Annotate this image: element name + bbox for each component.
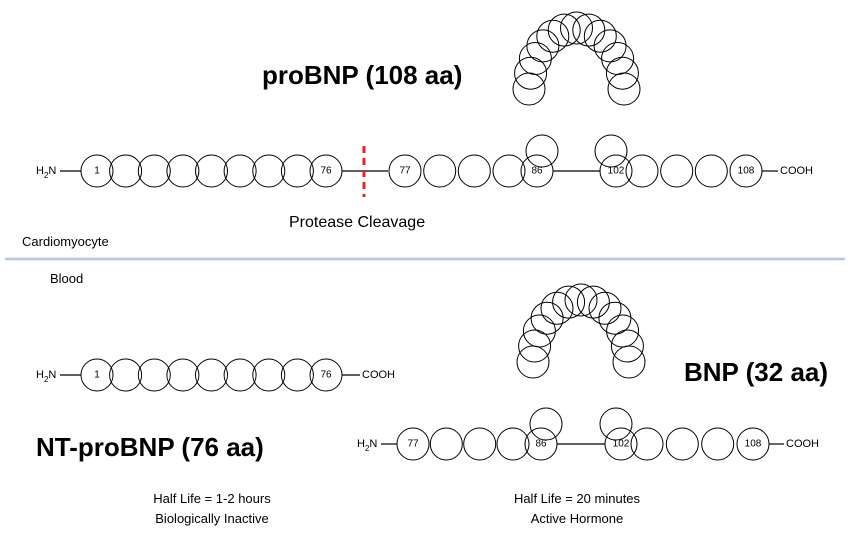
ntprobnp-half-life: Half Life = 1-2 hours bbox=[153, 491, 271, 506]
probnp-ring-residue-bead bbox=[518, 42, 552, 75]
bnp-ring-residue-bead bbox=[599, 407, 633, 441]
probnp-bnp-residue-bead bbox=[492, 154, 526, 188]
bnp-residue-bead bbox=[701, 427, 735, 461]
ntprobnp-c-terminus: COOH bbox=[362, 369, 395, 381]
bnp-ring-residue-bead bbox=[530, 301, 564, 335]
bnp-residue-bead bbox=[463, 427, 497, 461]
ntprobnp-residue-bead bbox=[137, 358, 171, 392]
bnp-activity: Active Hormone bbox=[531, 511, 623, 526]
probnp-ring-residue-bead bbox=[583, 19, 617, 53]
probnp-bnp-residue-bead bbox=[660, 154, 694, 188]
bnp-title: BNP (32 aa) bbox=[684, 357, 828, 387]
bnp-chain: H2N 77 86 102 108 COOH bbox=[357, 283, 819, 461]
bnp-ring-residue-bead bbox=[522, 314, 556, 348]
probnp-residue-108: 108 bbox=[738, 166, 755, 177]
ntprobnp-n-terminus: H2N bbox=[36, 369, 56, 384]
probnp-nterm-residue-bead bbox=[109, 154, 143, 188]
probnp-residue-77: 77 bbox=[399, 166, 411, 177]
probnp-nterm-residue-bead bbox=[280, 154, 314, 188]
probnp-ring-residue-bead bbox=[526, 29, 560, 63]
bnp-half-life: Half Life = 20 minutes bbox=[514, 491, 641, 506]
ntprobnp-residue-76: 76 bbox=[320, 370, 332, 381]
probnp-ring-residue-bead bbox=[525, 134, 559, 168]
bnp-ring-residue-bead bbox=[610, 329, 644, 363]
probnp-ring-residue-bead bbox=[572, 13, 606, 47]
bnp-residue-bead bbox=[630, 427, 664, 461]
bnp-ring-residue-bead bbox=[588, 291, 622, 325]
bnp-residues bbox=[396, 283, 770, 461]
bnp-ring-residue-bead bbox=[604, 427, 638, 461]
probnp-ring-residue-bead bbox=[594, 134, 628, 168]
probnp-bnp-residue-bead bbox=[388, 154, 422, 188]
bnp-residue-102: 102 bbox=[613, 439, 630, 450]
bnp-ring-residue-bead bbox=[518, 329, 552, 363]
probnp-n-terminus: H2N bbox=[36, 165, 56, 180]
probnp-ring-residue-bead bbox=[593, 29, 627, 63]
probnp-ring-residue-bead bbox=[514, 56, 548, 90]
probnp-nterm-residue-bead bbox=[252, 154, 286, 188]
probnp-residue-86: 86 bbox=[531, 166, 543, 177]
probnp-chain: H2N 1 76 77 86 102 108 COOH bbox=[36, 11, 813, 197]
bnp-ring-residue-bead bbox=[552, 285, 586, 319]
ntprobnp-activity: Biologically Inactive bbox=[155, 511, 268, 526]
cardiomyocyte-label: Cardiomyocyte bbox=[22, 234, 109, 249]
probnp-ring-residue-bead bbox=[599, 154, 633, 188]
probnp-nterm-residue-bead bbox=[137, 154, 171, 188]
ntprobnp-residues bbox=[80, 358, 343, 392]
bnp-ring-residue-bead bbox=[598, 301, 632, 335]
ntprobnp-residue-bead bbox=[195, 358, 228, 392]
ntprobnp-residue-bead bbox=[223, 358, 257, 392]
probnp-nterm-residue-bead bbox=[166, 154, 200, 188]
bnp-residue-86: 86 bbox=[535, 439, 547, 450]
probnp-ring-residue-bead bbox=[607, 72, 641, 106]
probnp-title: proBNP (108 aa) bbox=[262, 60, 462, 90]
bnp-residue-bead bbox=[396, 427, 430, 461]
probnp-c-terminus: COOH bbox=[780, 165, 813, 177]
bnp-residue-bead bbox=[429, 427, 463, 461]
bnp-ring-residue-bead bbox=[564, 283, 598, 317]
probnp-bnp-residue-bead bbox=[457, 154, 491, 188]
bnp-ring-residue-bead bbox=[576, 285, 610, 319]
ntprobnp-title: NT-proBNP (76 aa) bbox=[36, 432, 264, 462]
probnp-bnp-residue-bead bbox=[694, 154, 728, 188]
bnp-ring-residue-bead bbox=[612, 345, 646, 379]
probnp-residue-102: 102 bbox=[608, 166, 625, 177]
bnp-residue-108: 108 bbox=[745, 439, 762, 450]
ntprobnp-chain: H2N 1 76 COOH bbox=[36, 358, 395, 392]
probnp-ring-residue-bead bbox=[560, 11, 593, 45]
probnp-nterm-residues bbox=[80, 154, 343, 188]
probnp-nterm-residue-bead bbox=[195, 154, 228, 188]
probnp-ring-residue-bead bbox=[605, 56, 639, 90]
probnp-ring-residue-bead bbox=[547, 13, 581, 47]
bnp-ring-residue-bead bbox=[540, 291, 574, 325]
probnp-bnp-residue-bead bbox=[625, 154, 659, 188]
ntprobnp-residue-1: 1 bbox=[94, 370, 100, 381]
cleavage-label: Protease Cleavage bbox=[289, 214, 425, 231]
ntprobnp-residue-bead bbox=[252, 358, 286, 392]
probnp-ring-residue-bead bbox=[536, 19, 570, 53]
bnp-residue-bead bbox=[665, 427, 699, 461]
bnp-ring-residue-bead bbox=[529, 407, 563, 441]
bnp-residue-77: 77 bbox=[407, 439, 419, 450]
ntprobnp-residue-bead bbox=[109, 358, 143, 392]
bnp-ring-residue-bead bbox=[524, 427, 558, 461]
probnp-ring-residue-bead bbox=[520, 154, 554, 188]
probnp-bnp-residues bbox=[388, 11, 763, 188]
probnp-bnp-residue-bead bbox=[423, 154, 457, 188]
bnp-c-terminus: COOH bbox=[786, 438, 819, 450]
probnp-residue-76: 76 bbox=[320, 166, 332, 177]
ntprobnp-residue-bead bbox=[280, 358, 314, 392]
ntprobnp-residue-bead bbox=[80, 358, 114, 392]
ntprobnp-residue-bead bbox=[166, 358, 200, 392]
bnp-n-terminus: H2N bbox=[357, 438, 377, 453]
bnp-residue-bead bbox=[496, 427, 530, 461]
probnp-nterm-residue-bead bbox=[80, 154, 114, 188]
probnp-residue-1: 1 bbox=[94, 166, 100, 177]
probnp-nterm-residue-bead bbox=[223, 154, 257, 188]
blood-label: Blood bbox=[50, 271, 83, 286]
